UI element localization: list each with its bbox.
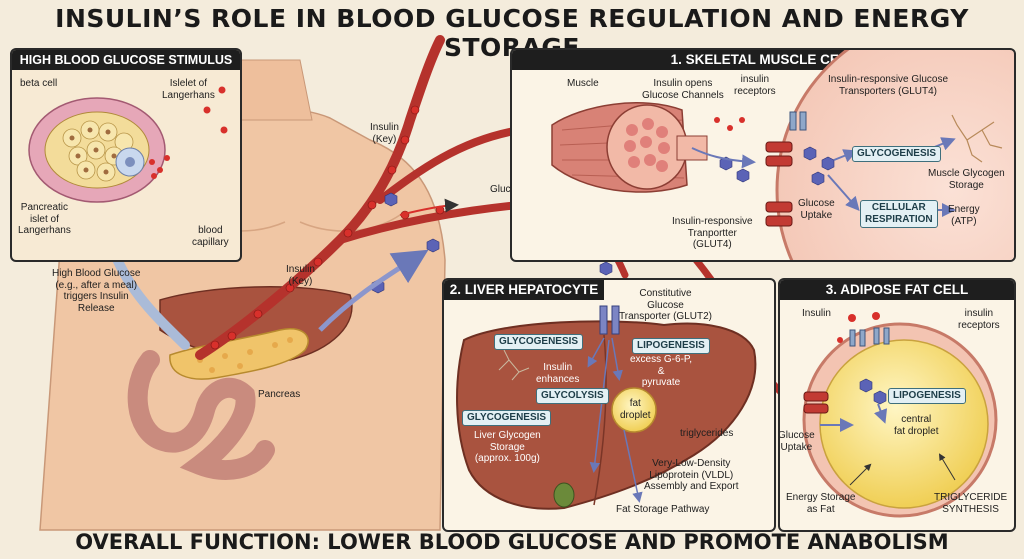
adipose-heading: 3. ADIPOSE FAT CELL (780, 280, 1014, 300)
footer-statement: OVERALL FUNCTION: LOWER BLOOD GLUCOSE AN… (75, 530, 949, 554)
fat-droplet-label: fat droplet (620, 398, 651, 421)
stimulus-panel: HIGH BLOOD GLUCOSE STIMULUS beta cell Is… (10, 48, 242, 262)
pancreas-label: Pancreas (258, 389, 301, 400)
adipose-illustration (802, 312, 998, 518)
pancreatic-islet-label: Pancreatic islet of Langerhans (18, 202, 71, 236)
glucose-uptake-label: Glucose Uptake (798, 198, 835, 221)
glucose-top-label: Glucose (490, 184, 527, 195)
liver-heading: 2. LIVER HEPATOCYTE (444, 280, 604, 300)
synthesis-label: TRIGLYCERIDE SYNTHESIS (934, 492, 1008, 515)
adipose-receptors-label: insulin receptors (958, 308, 1000, 331)
liver-storage-label: Liver Glycogen Storage (approx. 100g) (474, 430, 541, 464)
muscle-illustration (551, 50, 1014, 260)
energy-label: Energy (ATP) (948, 204, 980, 227)
energy-storage-label: Energy Storage as Fat (786, 492, 856, 515)
high-glucose-label: High Blood Glucose (e.g., after a meal) … (52, 268, 141, 314)
adipose-insulin-label: Insulin (802, 308, 831, 319)
page-title: INSULIN’S ROLE IN BLOOD GLUCOSE REGULATI… (55, 4, 969, 62)
central-droplet-label: central fat droplet (894, 414, 939, 437)
vessel-to-muscle (376, 126, 524, 204)
respiration-box: CELLULAR RESPIRATION (860, 200, 938, 228)
beta-cell-label: beta cell (20, 78, 58, 89)
muscle-glycogenesis-box: GLYCOGENESIS (852, 146, 942, 162)
vldl-label: Very-Low-Density Lipoprotein (VLDL) Asse… (644, 458, 739, 492)
liver-glycogenesis-bottom: GLYCOGENESIS (462, 410, 552, 426)
triglycerides-label: triglycerides (680, 428, 734, 439)
stimulus-heading: HIGH BLOOD GLUCOSE STIMULUS (12, 50, 240, 70)
glut4-bottom-label: Insulin-responsive Tranportter (GLUT4) (672, 216, 753, 250)
fat-pathway-label: Fat Storage Pathway (616, 504, 710, 515)
islet-illustration (28, 86, 228, 203)
glut4-top-label: Insulin-responsive Glucose Transporters … (828, 74, 949, 97)
muscle-receptors-label: insulin receptors (734, 74, 776, 97)
adipose-panel: 3. ADIPOSE FAT CELL Insulin insulin rece… (778, 278, 1016, 532)
enhances-label: Insulin enhances (536, 362, 580, 385)
channels-label: Insulin opens Glucose Channels (642, 78, 724, 101)
liver-illustration (456, 305, 757, 510)
adipose-lipogenesis-box: LIPOGENESIS (888, 388, 966, 404)
islet-label: Islelet of Langerhans (162, 78, 215, 101)
glycogen-icon (951, 114, 1003, 163)
liver-lipogenesis-box: LIPOGENESIS (632, 338, 710, 354)
capillary-label: blood capillary (192, 225, 229, 248)
excess-label: excess G-6-P, & pyruvate (630, 354, 693, 388)
liver-glycogenesis-top: GLYCOGENESIS (494, 334, 584, 350)
pancreas-organ (169, 328, 309, 380)
insulin-key-mid-label: Insulin (Key) (286, 264, 315, 287)
muscle-label: Muscle (567, 78, 599, 89)
adipose-uptake-label: Glucose Uptake (778, 430, 815, 453)
muscle-panel: 1. SKELETAL MUSCLE CELL (510, 48, 1016, 262)
glycolysis-box: GLYCOLYSIS (536, 388, 609, 404)
insulin-key-top-label: Insulin (Key) (370, 122, 399, 145)
liver-panel: 2. LIVER HEPATOCYTE Constitutive Glucose… (442, 278, 776, 532)
glycogen-storage-label: Muscle Glycogen Storage (928, 168, 1005, 191)
glut2-label: Constitutive Glucose Transporter (GLUT2) (619, 288, 712, 322)
stomach (127, 350, 275, 480)
